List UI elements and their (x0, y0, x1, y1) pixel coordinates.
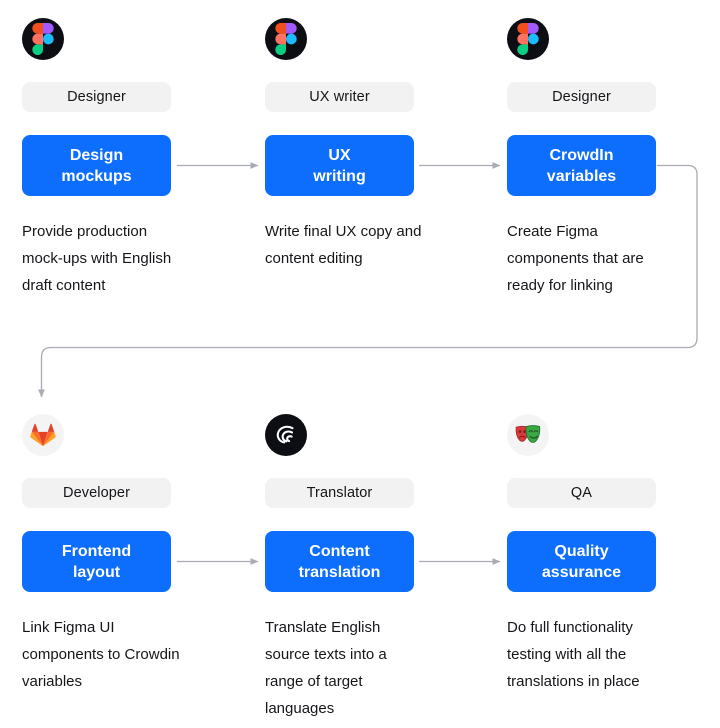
role-label: Developer (63, 485, 130, 501)
role-pill-translator: Translator (265, 478, 414, 508)
figma-icon (22, 18, 64, 60)
crowdin-icon (265, 414, 307, 456)
gitlab-icon (22, 414, 64, 456)
figma-icon (507, 18, 549, 60)
stage-box-quality-assurance[interactable]: Quality assurance (507, 531, 656, 592)
role-label: Designer (552, 89, 611, 105)
role-pill-qa: QA (507, 478, 656, 508)
stage-title-line2: layout (72, 563, 121, 581)
role-pill-designer: Designer (22, 82, 171, 112)
stage-column-content-translation: Translator Content translation Translate… (265, 414, 414, 722)
stage-box-ux-writing[interactable]: UX writing (265, 135, 414, 196)
role-label: Designer (67, 89, 126, 105)
stage-title-line1: Quality (554, 542, 609, 560)
stage-title-line2: variables (546, 167, 617, 185)
stage-title-line2: writing (313, 167, 366, 185)
role-label: QA (570, 485, 593, 501)
stage-box-frontend-layout[interactable]: Frontend layout (22, 531, 171, 592)
stage-column-frontend-layout: Developer Frontend layout Link Figma UI … (22, 414, 180, 695)
stage-title-line2: assurance (541, 563, 622, 581)
stage-column-design-mockups: Designer Design mockups Provide producti… (22, 18, 171, 299)
stage-title-line2: mockups (61, 167, 132, 185)
role-pill-designer: Designer (507, 82, 656, 112)
stage-description: Do full functionality testing with all t… (507, 619, 640, 690)
role-label: UX writer (309, 89, 370, 105)
role-label: Translator (306, 485, 373, 501)
stage-column-crowdin-variables: Designer CrowdIn variables Create Figma … (507, 18, 656, 299)
stage-column-ux-writing: UX writer UX writing Write final UX copy… (265, 18, 421, 272)
stage-title-line1: Frontend (61, 542, 132, 560)
stage-description: Link Figma UI components to Crowdin vari… (22, 619, 180, 690)
role-pill-ux-writer: UX writer (265, 82, 414, 112)
stage-description: Write final UX copy and content editing (265, 223, 422, 267)
stage-title-line1: UX (328, 146, 351, 164)
figma-icon (265, 18, 307, 60)
role-pill-developer: Developer (22, 478, 171, 508)
stage-title-line2: translation (298, 563, 381, 581)
stage-box-design-mockups[interactable]: Design mockups (22, 135, 171, 196)
stage-description: Provide production mock-ups with English… (22, 223, 172, 294)
stage-box-content-translation[interactable]: Content translation (265, 531, 414, 592)
theater-masks-icon (507, 414, 549, 456)
stage-description: Create Figma components that are ready f… (507, 223, 644, 294)
stage-column-quality-assurance: QA Quality assurance Do full functionali… (507, 414, 656, 695)
stage-title-line1: CrowdIn (549, 146, 614, 164)
stage-title-line1: Design (69, 146, 124, 164)
stage-box-crowdin-variables[interactable]: CrowdIn variables (507, 135, 656, 196)
stage-description: Translate English source texts into a ra… (265, 619, 387, 717)
stage-title-line1: Content (309, 542, 370, 560)
